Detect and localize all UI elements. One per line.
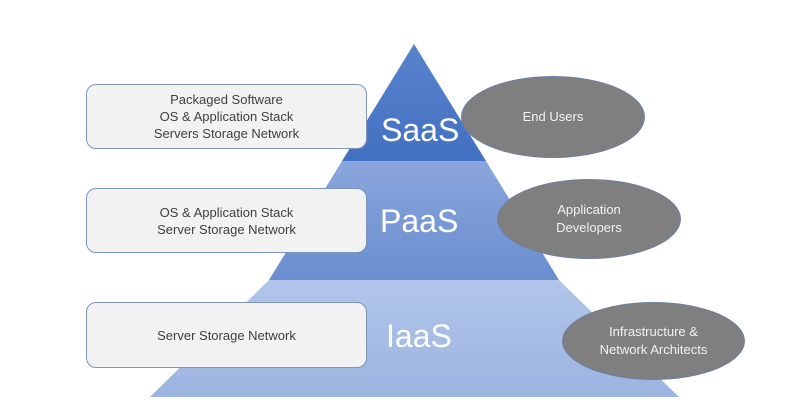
audience-ellipse-paas: Application Developers	[497, 179, 681, 259]
stack-line: Packaged Software	[170, 92, 283, 107]
stack-line: Server Storage Network	[157, 221, 296, 237]
tier-saas-shape	[342, 44, 486, 161]
audience-ellipse-saas: End Users	[461, 76, 645, 158]
tier-label-paas: PaaS	[380, 203, 459, 239]
audience-line: Developers	[556, 220, 622, 235]
tier-label-saas: SaaS	[381, 112, 460, 148]
stack-line: Servers Storage Network	[153, 126, 300, 141]
stack-box-iaas: Server Storage Network	[86, 302, 367, 368]
stack-box-paas: OS & Application Stack Server Storage Ne…	[86, 188, 367, 253]
stack-box-saas: Packaged Software OS & Application Stack…	[86, 84, 367, 149]
audience-line: Network Architects	[599, 342, 708, 357]
stack-line: OS & Application Stack	[159, 109, 294, 124]
stack-line: Server Storage Network	[157, 327, 296, 343]
stack-line: OS & Application Stack	[159, 204, 294, 220]
tier-label-iaas: IaaS	[386, 318, 452, 354]
audience-line: Application	[557, 202, 621, 217]
audience-line: Infrastructure &	[609, 324, 698, 339]
audience-line: End Users	[522, 109, 584, 124]
audience-ellipse-iaas: Infrastructure & Network Architects	[562, 302, 745, 380]
